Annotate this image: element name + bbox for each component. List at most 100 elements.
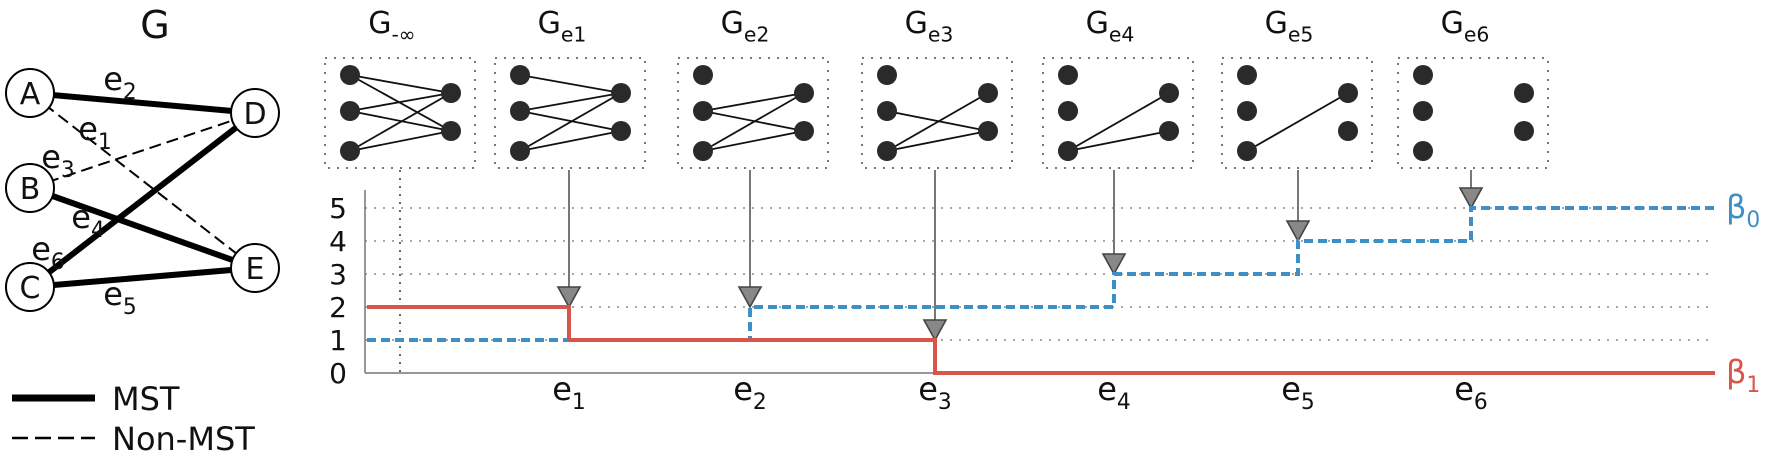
graph-node-B: B <box>5 163 55 213</box>
x-tick-label-0: e1 <box>552 370 586 415</box>
snapshot-title-main: G <box>368 6 391 41</box>
arrow-head <box>1285 220 1311 243</box>
x-tick-label-5-sub: 6 <box>1474 390 1488 415</box>
snapshot-node-E <box>978 121 998 141</box>
snapshot-edge-C-D <box>1246 92 1349 152</box>
snapshot-node-E <box>611 121 631 141</box>
y-tick-label: 2 <box>329 291 347 324</box>
snapshot-box <box>1221 57 1373 169</box>
snapshot-edge-B-D <box>519 92 622 112</box>
snapshot-box <box>324 57 476 169</box>
snapshot-node-B <box>340 101 360 121</box>
x-tick-label-0-main: e <box>552 370 572 408</box>
snapshot-edge-A-D <box>519 74 622 94</box>
snapshot-3: Ge3 <box>861 6 1013 169</box>
snapshot-box <box>494 57 646 169</box>
snapshot-title: Ge4 <box>1086 6 1135 46</box>
snapshot-node-C <box>1058 141 1078 161</box>
snapshot-node-D <box>441 83 461 103</box>
snapshot-4: Ge4 <box>1042 6 1194 169</box>
series-label-1-main: β <box>1726 353 1746 391</box>
y-tick-label: 3 <box>329 258 347 291</box>
snapshot-node-B <box>1058 101 1078 121</box>
snapshot-node-A <box>1237 65 1257 85</box>
snapshot-title-sub: e6 <box>1464 22 1490 46</box>
graph-edge-label-e3: e3 <box>41 138 75 183</box>
graph-edge-label-e1-main: e <box>78 110 98 148</box>
x-tick-label-4-main: e <box>1281 370 1301 408</box>
graph-node-label: C <box>20 271 41 306</box>
graph-node-label: E <box>246 252 265 287</box>
graph-node-circle <box>5 68 55 118</box>
snapshot-node-C <box>1237 141 1257 161</box>
snapshot-edge-A-E <box>349 74 452 132</box>
snapshot-title: Ge6 <box>1441 6 1490 46</box>
graph-node-circle <box>230 243 280 293</box>
snapshot-node-A <box>510 65 530 85</box>
arrow-head <box>922 319 948 342</box>
graph-edge-label-e3-sub: 3 <box>61 158 75 183</box>
arrow-head <box>737 286 763 309</box>
snapshot-node-A <box>877 65 897 85</box>
graph-node-circle <box>230 88 280 138</box>
chart-axes <box>364 190 1715 374</box>
y-tick-label: 4 <box>329 225 347 258</box>
snapshot-node-E <box>1338 121 1358 141</box>
snapshot-node-A <box>1413 65 1433 85</box>
graph-edge-e4 <box>28 185 257 271</box>
snapshot-node-E <box>794 121 814 141</box>
snapshot-edge-C-D <box>886 92 989 152</box>
snapshot-title-main: G <box>721 6 744 41</box>
graph-edge-label-e6: e6 <box>31 230 65 275</box>
snapshot-edge-C-D <box>702 92 805 152</box>
snapshot-edge-C-E <box>349 130 452 152</box>
chart-grid <box>365 170 1715 373</box>
snapshot-edge-C-D <box>1067 92 1170 152</box>
graph-edge-label-e6-sub: 6 <box>51 250 65 275</box>
graph-node-circle <box>5 163 55 213</box>
snapshot-node-D <box>1159 83 1179 103</box>
snapshot-edge-C-E <box>519 130 622 152</box>
snapshot-node-B <box>693 101 713 121</box>
legend-non-mst-label: Non-MST <box>112 420 255 458</box>
snapshot-node-C <box>1413 141 1433 161</box>
graph-edge-label-e4: e4 <box>71 198 105 243</box>
snapshot-1: Ge1 <box>494 6 646 169</box>
x-tick-label-1-main: e <box>733 370 753 408</box>
graph-edge-label-e4-sub: 4 <box>91 218 105 243</box>
snapshot-edge-B-D <box>702 92 805 112</box>
x-tick-label-5-main: e <box>1454 370 1474 408</box>
legend: MST Non-MST <box>12 380 255 458</box>
x-tick-label-4-sub: 5 <box>1301 390 1315 415</box>
snapshot-node-E <box>441 121 461 141</box>
graph-edge-label-e1-sub: 1 <box>98 130 112 155</box>
snapshot-node-C <box>340 141 360 161</box>
graph-node-E: E <box>230 243 280 293</box>
snapshot-box <box>861 57 1013 169</box>
snapshot-edge-C-E <box>702 130 805 152</box>
snapshot-node-C <box>693 141 713 161</box>
snapshot-title-sub: -∞ <box>391 22 415 46</box>
chart-arrows <box>556 170 1484 342</box>
snapshot-title-main: G <box>1265 6 1288 41</box>
marker-arrow-e2 <box>737 170 763 309</box>
arrow-head <box>556 286 582 309</box>
graph-node-D: D <box>230 88 280 138</box>
snapshot-title-main: G <box>538 6 561 41</box>
arrow-head <box>1101 253 1127 276</box>
graph-edge-label-e3-main: e <box>41 138 61 176</box>
graph-node-C: C <box>5 262 55 312</box>
graph-edge-label-e5: e5 <box>103 275 137 320</box>
snapshot-node-B <box>510 101 530 121</box>
snapshot-node-D <box>1514 83 1534 103</box>
graph-edge-label-e2: e2 <box>103 60 137 105</box>
snapshot-edge-B-D <box>349 92 452 112</box>
marker-arrow-e4 <box>1101 170 1127 276</box>
snapshot-node-D <box>611 83 631 103</box>
graph-node-label: B <box>20 172 41 207</box>
